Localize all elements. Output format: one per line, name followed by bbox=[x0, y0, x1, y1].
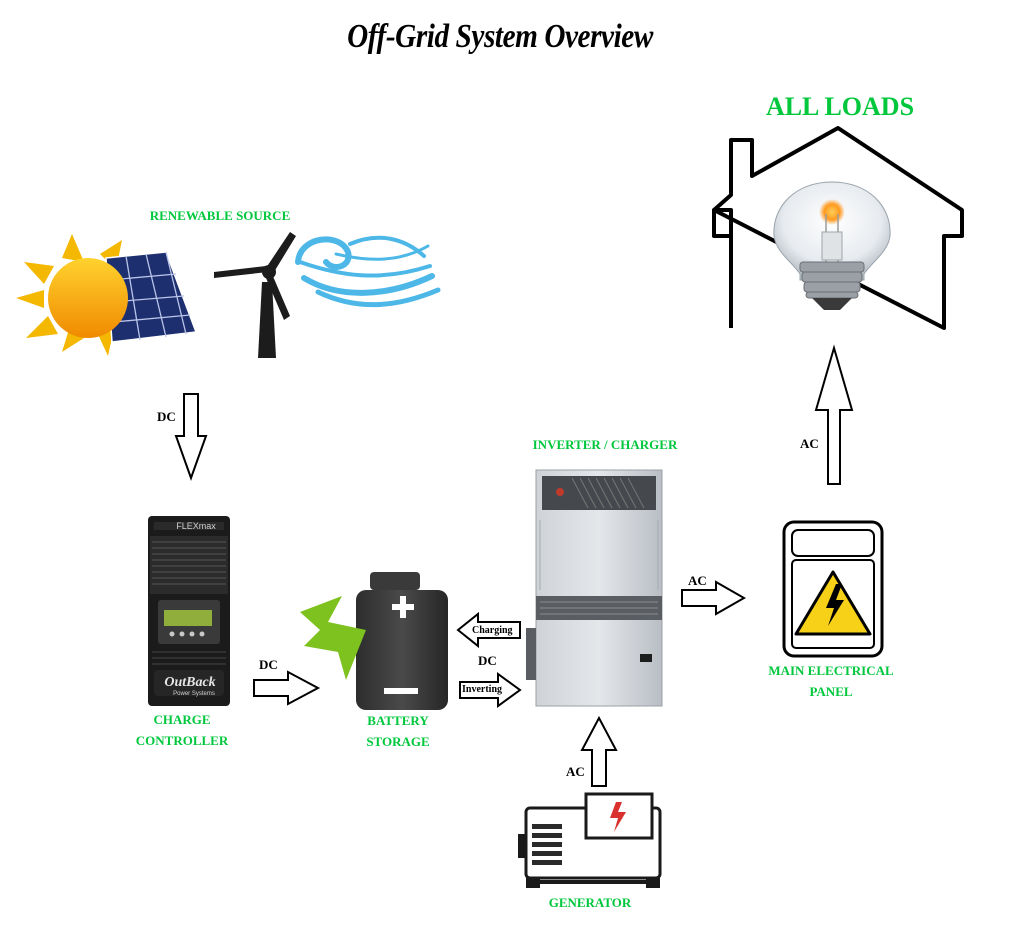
arrow-charging bbox=[456, 611, 521, 649]
label-generator: GENERATOR bbox=[548, 895, 632, 910]
generator-icon bbox=[518, 792, 662, 888]
light-bulb-icon bbox=[773, 181, 891, 310]
arrow-inverting bbox=[459, 672, 522, 708]
label-renewable-source: RENEWABLE SOURCE bbox=[149, 208, 291, 223]
controller-brand-text: FLEXmax bbox=[176, 521, 216, 531]
label-charge-controller: CHARGE CONTROLLER bbox=[92, 709, 272, 751]
flow-label-battery-dc: DC bbox=[478, 653, 497, 668]
flow-label-panel-ac: AC bbox=[800, 436, 819, 451]
flow-label-controller-dc: DC bbox=[259, 657, 278, 672]
controller-maker-sub-text: Power Systems bbox=[173, 691, 215, 697]
electrical-panel-icon bbox=[782, 520, 884, 658]
label-main-electrical-panel: MAIN ELECTRICAL PANEL bbox=[740, 660, 922, 702]
label-battery-storage: BATTERY STORAGE bbox=[318, 710, 478, 752]
flow-label-renewable-dc: DC bbox=[157, 409, 176, 424]
label-charge-controller-line1: CHARGE bbox=[153, 712, 211, 727]
label-inverter-charger: INVERTER / CHARGER bbox=[532, 437, 678, 452]
charge-controller-icon bbox=[148, 516, 230, 706]
label-all-loads: ALL LOADS bbox=[765, 92, 915, 121]
arrow-controller-to-battery bbox=[253, 670, 321, 706]
label-main-electrical-panel-line2: PANEL bbox=[809, 684, 853, 699]
flow-label-generator-ac: AC bbox=[566, 764, 585, 779]
flow-label-inverting: Inverting bbox=[462, 684, 502, 695]
arrow-panel-to-loads bbox=[814, 344, 854, 485]
label-battery-storage-line1: BATTERY bbox=[367, 713, 429, 728]
flow-label-charging: Charging bbox=[472, 625, 513, 636]
flow-label-inverter-ac: AC bbox=[688, 573, 707, 588]
diagram-title: Off-Grid System Overview bbox=[347, 18, 653, 55]
label-main-electrical-panel-line1: MAIN ELECTRICAL bbox=[768, 663, 894, 678]
arrow-generator-to-inverter bbox=[580, 715, 618, 787]
wind-waves-icon bbox=[295, 235, 441, 308]
battery-bolt-icon bbox=[300, 596, 366, 680]
arrow-renewable-to-controller bbox=[174, 393, 208, 481]
house-outline bbox=[712, 126, 964, 330]
controller-maker-text: OutBack bbox=[164, 675, 215, 690]
sun-disc bbox=[48, 258, 128, 338]
wind-turbine-icon bbox=[214, 232, 296, 358]
inverter-charger-icon bbox=[526, 469, 663, 707]
battery-icon bbox=[356, 572, 448, 710]
label-battery-storage-line2: STORAGE bbox=[366, 734, 430, 749]
arrow-inverter-to-panel bbox=[681, 580, 747, 616]
label-charge-controller-line2: CONTROLLER bbox=[135, 733, 229, 748]
solar-panel-icon bbox=[105, 251, 198, 343]
